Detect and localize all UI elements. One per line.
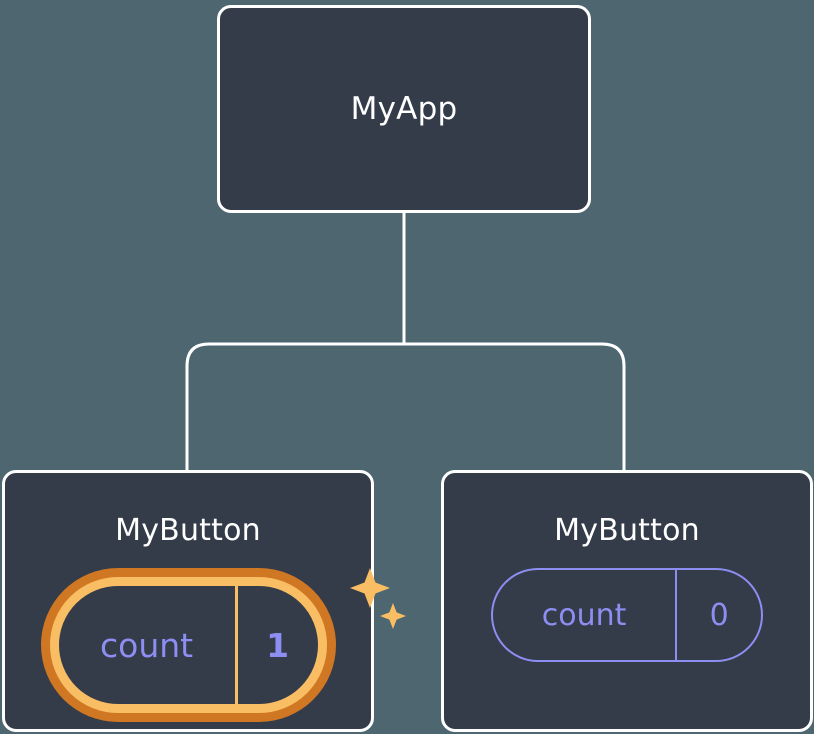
sparkle-group xyxy=(349,568,406,629)
state-pill-right-wrap: count 0 xyxy=(491,568,763,662)
state-pill-left-wrap: count 1 xyxy=(41,568,406,722)
sparkle-small-icon xyxy=(379,603,406,629)
node-mybutton-right[interactable]: MyButton count 0 xyxy=(441,470,813,732)
node-mybutton-right-label: MyButton xyxy=(554,513,700,548)
state-divider-right xyxy=(675,570,678,660)
node-mybutton-left[interactable]: MyButton count 1 xyxy=(2,470,406,732)
state-pill-left[interactable]: count 1 xyxy=(49,577,327,713)
node-myapp[interactable]: MyApp xyxy=(217,5,591,213)
sparkle-icon xyxy=(349,568,390,608)
node-myapp-label: MyApp xyxy=(350,90,458,127)
state-key-right: count xyxy=(541,597,627,633)
state-pill-right[interactable]: count 0 xyxy=(491,568,763,662)
state-key-left: count xyxy=(100,625,194,665)
state-value-left: 1 xyxy=(266,625,290,665)
node-mybutton-left-label: MyButton xyxy=(115,513,261,548)
connector-branch-bus xyxy=(185,342,626,470)
state-divider-left xyxy=(234,586,238,704)
state-value-right: 0 xyxy=(709,597,729,633)
